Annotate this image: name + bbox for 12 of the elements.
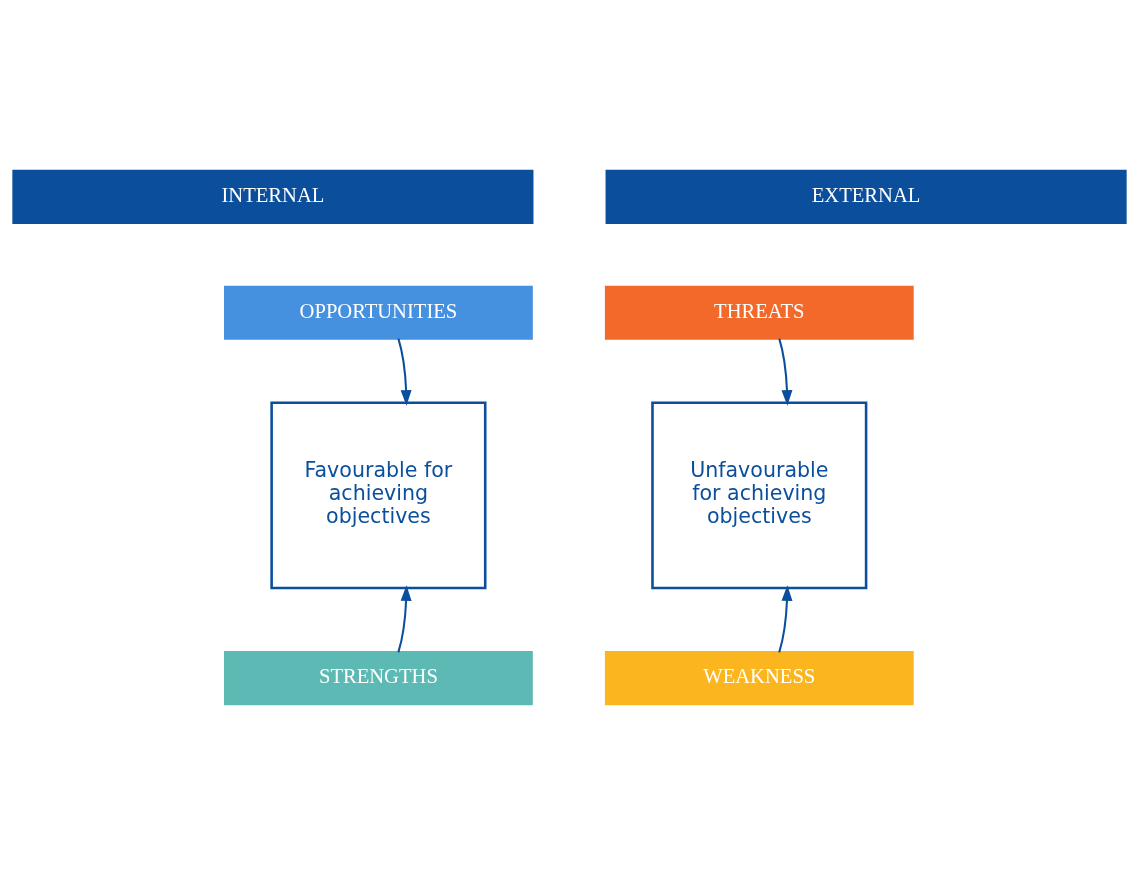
arrow [778,338,793,406]
arrow [397,338,412,406]
arrow [778,585,793,653]
node-box: THREATS [604,285,914,340]
node-box: Unfavourable for achieving objectives [651,401,868,590]
node-box: Favourable for achieving objectives [270,401,487,590]
node-box: OPPORTUNITIES [224,285,533,340]
node-box: STRENGTHS [224,651,533,706]
node-box: WEAKNESS [604,651,914,706]
node-box: EXTERNAL [605,169,1127,224]
node-box: INTERNAL [12,169,534,224]
arrow [397,585,412,653]
